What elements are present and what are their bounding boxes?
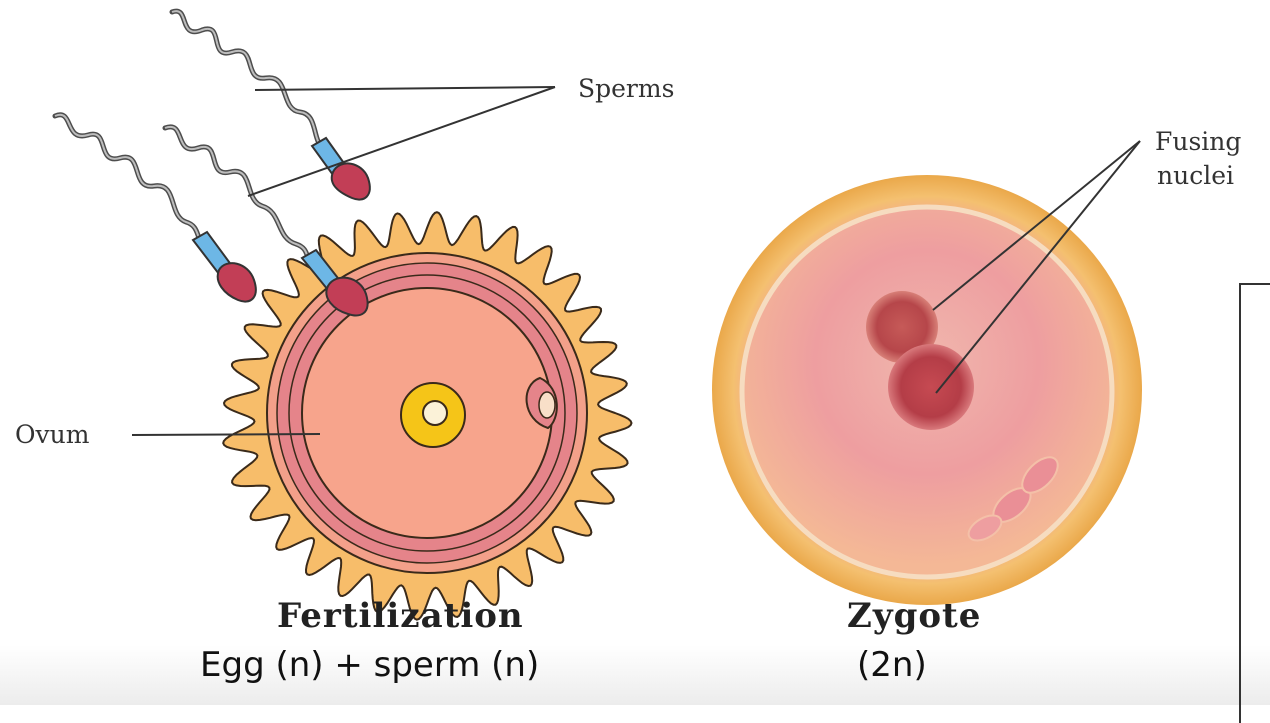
polar-body-core	[539, 392, 555, 418]
sperm-2	[55, 115, 256, 302]
fusing-label-line2: nuclei	[1157, 161, 1234, 190]
fertilization-title: Fertilization	[277, 596, 524, 636]
zygote-title: Zygote	[847, 596, 981, 636]
fusing-nucleus-lower	[888, 344, 974, 430]
fertilization-diagram: Sperms Ovum Fertilization Fusing nuclei …	[0, 0, 1270, 705]
egg-cell	[223, 212, 631, 620]
sperm-1	[172, 11, 370, 200]
ovum-label: Ovum	[15, 420, 90, 449]
fertilization-caption: Egg (n) + sperm (n)	[200, 645, 539, 685]
egg-nucleolus	[423, 401, 447, 425]
sperms-label: Sperms	[578, 74, 674, 103]
sperm-head	[332, 163, 370, 199]
fusing-label-line1: Fusing	[1155, 127, 1241, 156]
zygote-cell	[712, 175, 1142, 605]
side-frame	[1239, 283, 1270, 723]
zygote-caption: (2n)	[857, 645, 927, 685]
sperm-head	[218, 263, 256, 301]
